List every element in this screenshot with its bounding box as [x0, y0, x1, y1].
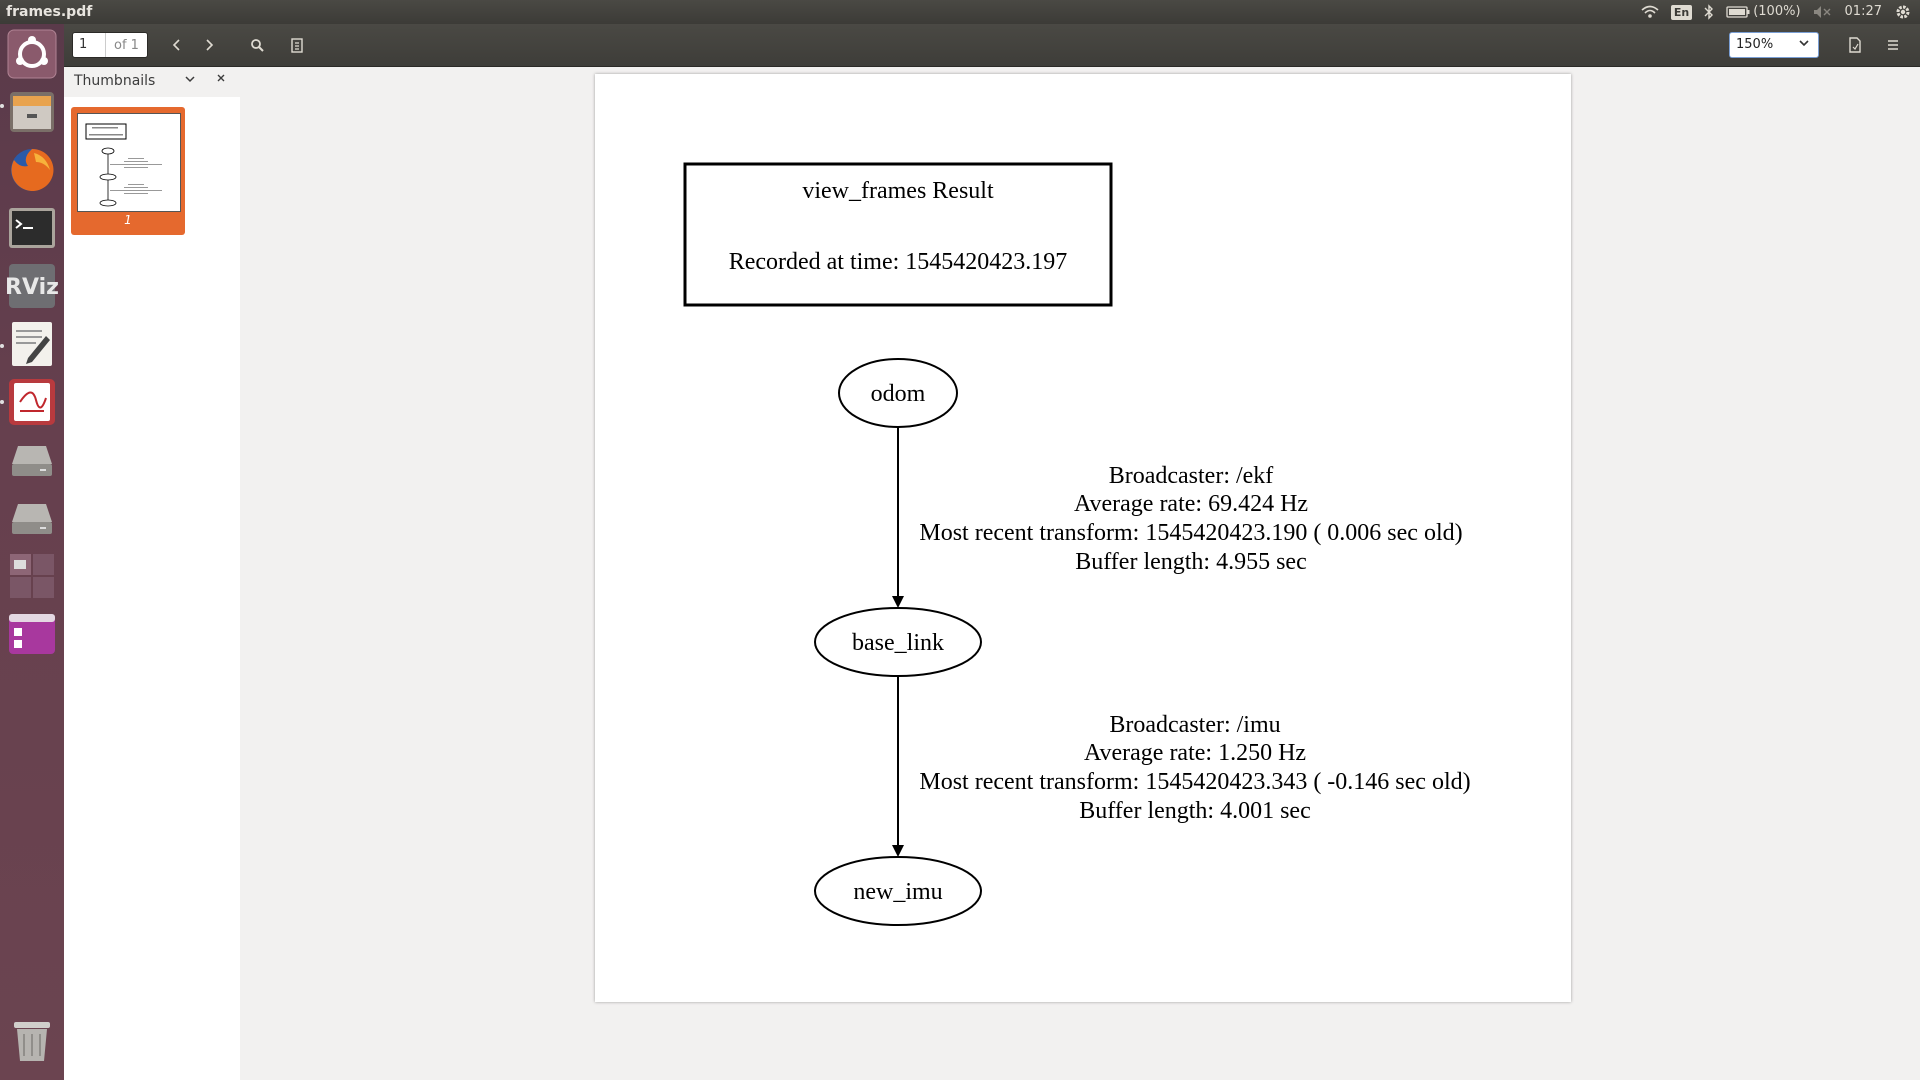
- recorded-time: Recorded at time: 1545420423.197: [729, 249, 1068, 275]
- thumbnail-page-number: 1: [124, 213, 132, 227]
- battery-icon: [1726, 6, 1750, 18]
- clipboard-icon: [291, 38, 303, 53]
- edge-recent-transform: Most recent transform: 1545420423.190 ( …: [919, 520, 1462, 546]
- rviz-icon[interactable]: RViz: [6, 260, 58, 312]
- edge-rate: Average rate: 1.250 Hz: [1084, 740, 1306, 766]
- document-view[interactable]: view_frames Result Recorded at time: 154…: [240, 67, 1920, 1080]
- search-icon: [251, 39, 264, 52]
- ubuntu-dash-icon[interactable]: [6, 28, 58, 80]
- top-panel: frames.pdf En (100%) 01:27: [0, 0, 1920, 24]
- running-indicator: [0, 104, 4, 108]
- active-indicator: [0, 400, 4, 404]
- close-icon[interactable]: [216, 72, 226, 86]
- edge-label-imu: Broadcaster: /imu Average rate: 1.250 Hz…: [919, 712, 1470, 824]
- launcher: RViz: [0, 24, 65, 1080]
- hamburger-menu-icon: [1888, 40, 1898, 50]
- sidebar-title[interactable]: Thumbnails: [74, 73, 156, 89]
- trash-icon[interactable]: [6, 1014, 58, 1066]
- settings-gear-icon[interactable]: [1894, 3, 1912, 21]
- menu-button[interactable]: [1876, 32, 1910, 58]
- edge-buffer-length: Buffer length: 4.955 sec: [1075, 549, 1307, 575]
- page-total-label: of 1: [114, 37, 139, 53]
- document-viewer-icon[interactable]: [6, 376, 58, 428]
- zoom-value: 150%: [1736, 37, 1774, 52]
- thumbnails-sidebar: Thumbnails 1: [64, 67, 241, 1080]
- document-icon: [1849, 37, 1861, 53]
- next-page-button[interactable]: [192, 32, 226, 58]
- text-editor-icon[interactable]: [6, 318, 58, 370]
- chevron-left-icon: [172, 39, 180, 51]
- edge-broadcaster: Broadcaster: /ekf: [1109, 463, 1274, 489]
- graph-title: view_frames Result: [802, 178, 994, 204]
- chevron-down-icon: [1798, 33, 1810, 57]
- zoom-select[interactable]: 150%: [1729, 32, 1819, 58]
- wifi-icon[interactable]: [1641, 5, 1659, 19]
- keyboard-layout-indicator[interactable]: En: [1670, 4, 1693, 20]
- clock[interactable]: 01:27: [1844, 4, 1882, 19]
- page-number-input[interactable]: 1: [73, 33, 106, 57]
- pdf-page: view_frames Result Recorded at time: 154…: [595, 74, 1571, 1002]
- volume-muted-icon[interactable]: [1813, 5, 1833, 19]
- terminal-icon[interactable]: [6, 202, 58, 254]
- edge-recent-transform: Most recent transform: 1545420423.343 ( …: [919, 769, 1470, 795]
- files-icon[interactable]: [6, 86, 58, 138]
- drive-icon[interactable]: [6, 492, 58, 544]
- app-window-icon[interactable]: [6, 608, 58, 660]
- toolbar: 1 of 1 150%: [64, 24, 1920, 67]
- document-properties-button[interactable]: [1838, 32, 1872, 58]
- edge-rate: Average rate: 69.424 Hz: [1074, 491, 1308, 517]
- edge-buffer-length: Buffer length: 4.001 sec: [1079, 798, 1311, 824]
- previous-page-button[interactable]: [160, 32, 194, 58]
- running-indicator: [0, 344, 4, 348]
- indicator-area: En (100%) 01:27: [1641, 0, 1912, 24]
- battery-percentage: (100%): [1753, 4, 1801, 19]
- frame-node-new-imu: [814, 856, 982, 926]
- workspace-switcher-icon[interactable]: [6, 550, 58, 602]
- frame-node-label: base_link: [852, 630, 944, 656]
- battery-indicator[interactable]: (100%): [1726, 0, 1801, 24]
- firefox-icon[interactable]: [6, 144, 58, 196]
- thumbnail-graph-preview: [85, 123, 162, 207]
- edge-broadcaster: Broadcaster: /imu: [1109, 712, 1280, 738]
- page-navigation-box: 1 of 1: [72, 32, 148, 58]
- annotations-button[interactable]: [280, 32, 314, 58]
- svg-text:RViz: RViz: [6, 275, 58, 300]
- chevron-right-icon: [206, 39, 214, 51]
- sidebar-header: Thumbnails: [64, 67, 240, 97]
- page-thumbnail[interactable]: 1: [71, 107, 185, 235]
- window-title: frames.pdf: [6, 4, 93, 20]
- drive-icon[interactable]: [6, 434, 58, 486]
- edge-label-ekf: Broadcaster: /ekf Average rate: 69.424 H…: [919, 463, 1462, 575]
- thumbnail-preview: [77, 113, 181, 212]
- bluetooth-icon[interactable]: [1704, 4, 1714, 20]
- result-box: [683, 162, 1113, 307]
- search-button[interactable]: [240, 32, 274, 58]
- frame-node-label: odom: [871, 381, 926, 407]
- chevron-down-icon[interactable]: [184, 73, 196, 88]
- frame-node-label: new_imu: [853, 879, 942, 905]
- tf-frames-graph: view_frames Result Recorded at time: 154…: [683, 162, 1471, 926]
